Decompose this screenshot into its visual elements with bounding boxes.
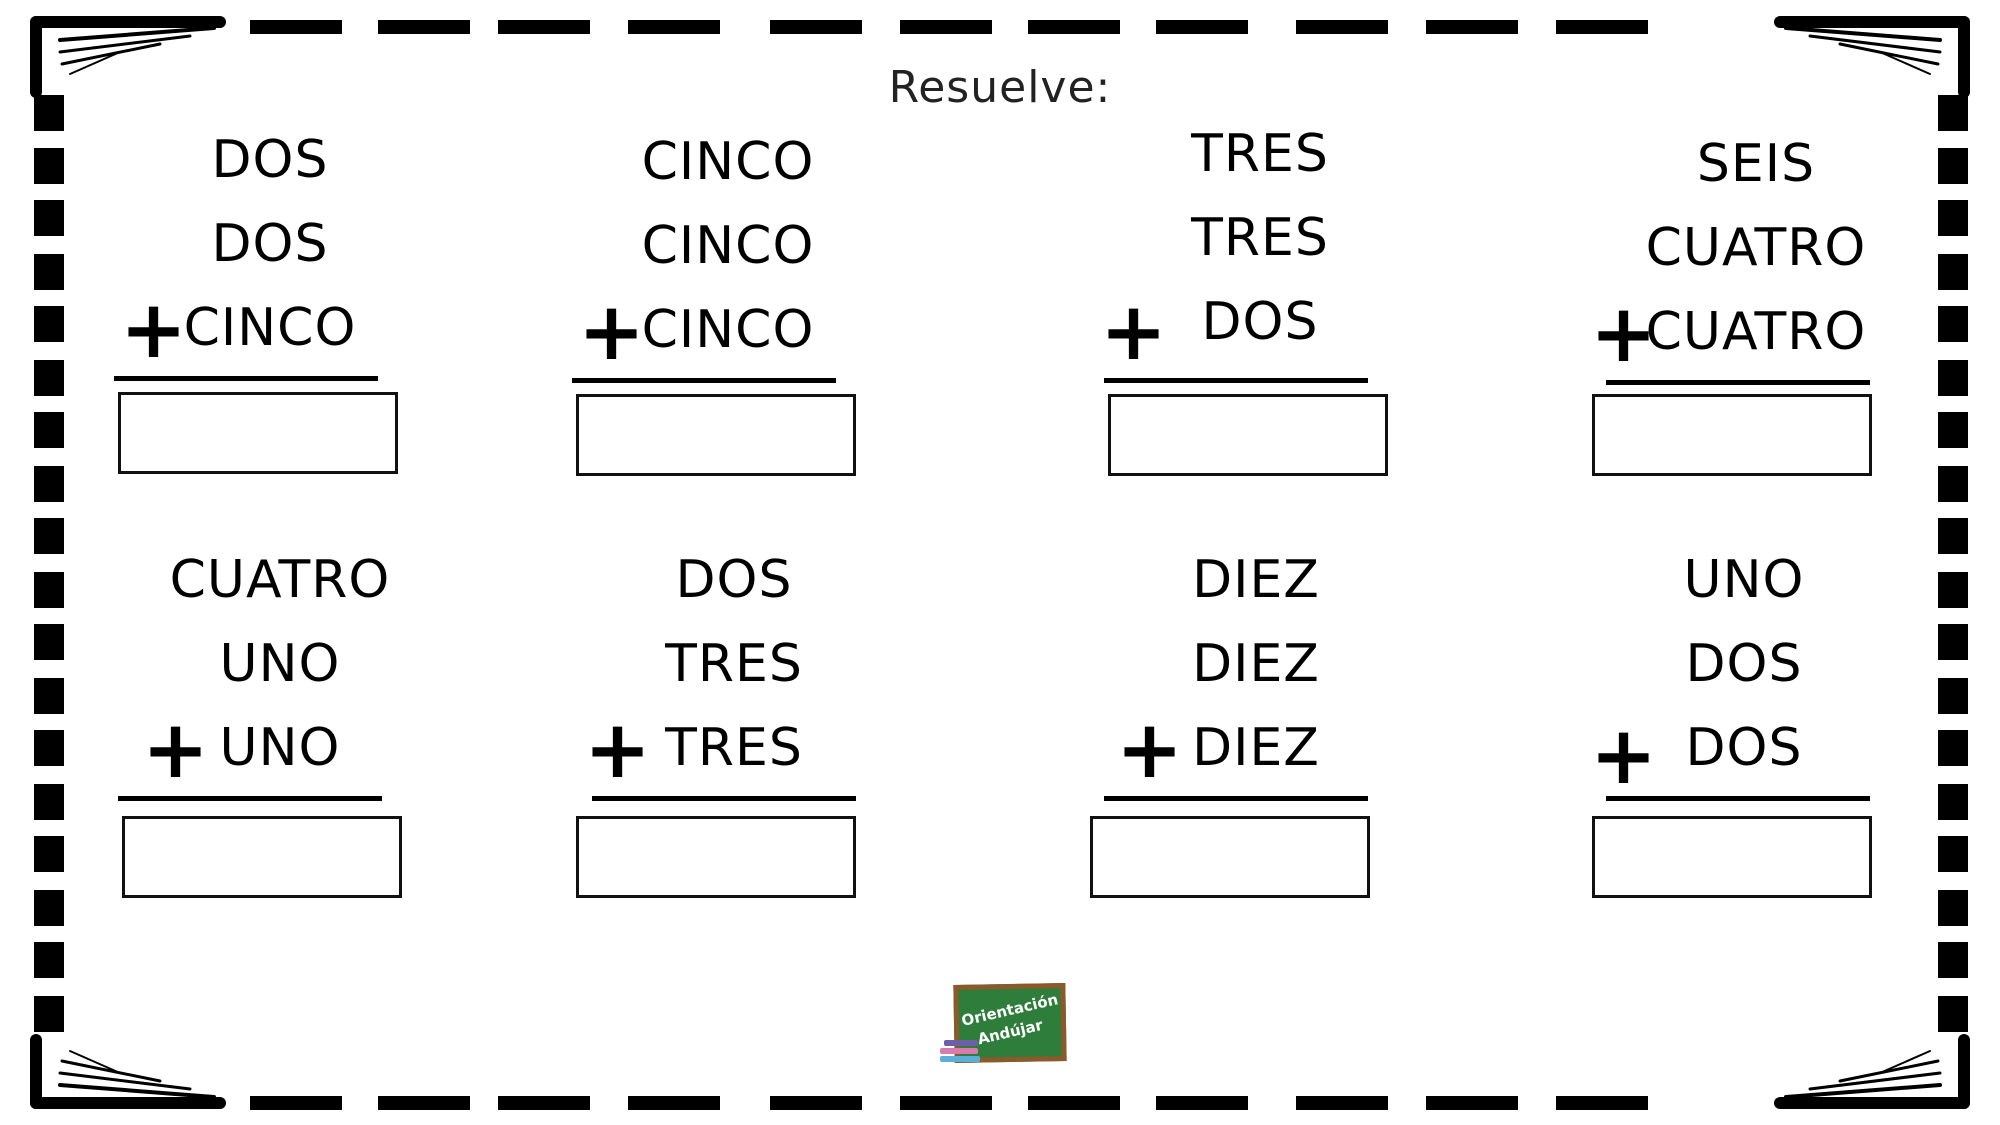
plus-icon: +: [1590, 287, 1658, 380]
answer-box[interactable]: [1592, 816, 1872, 898]
answer-box[interactable]: [118, 392, 398, 474]
addend-3: CINCO: [183, 298, 357, 358]
answer-box[interactable]: [1090, 816, 1370, 898]
plus-icon: +: [578, 285, 646, 378]
addition-problem: DIEZ DIEZ DIEZ +: [1056, 550, 1456, 930]
addend-3: TRES: [665, 718, 803, 778]
sum-line: [1606, 796, 1870, 801]
addition-problem: UNO DOS DOS +: [1544, 550, 1944, 930]
plus-icon: +: [142, 703, 210, 796]
addition-problem: DOS DOS CINCO +: [70, 130, 470, 510]
sum-line: [1104, 796, 1368, 801]
sum-line: [1606, 380, 1870, 385]
plus-icon: +: [1116, 703, 1184, 796]
addend-3: DOS: [1685, 718, 1803, 778]
sum-line: [118, 796, 382, 801]
addend-2: CUATRO: [1645, 218, 1867, 278]
addition-problem: CINCO CINCO CINCO +: [528, 132, 928, 512]
addition-problem: SEIS CUATRO CUATRO +: [1556, 134, 1956, 514]
answer-box[interactable]: [1108, 394, 1388, 476]
answer-box[interactable]: [122, 816, 402, 898]
addition-problem: CUATRO UNO UNO +: [80, 550, 480, 930]
answer-box[interactable]: [576, 816, 856, 898]
addend-3: UNO: [219, 718, 341, 778]
answer-box[interactable]: [576, 394, 856, 476]
page-title: Resuelve:: [888, 62, 1112, 113]
sum-line: [592, 796, 856, 801]
addend-1: DOS: [211, 130, 329, 190]
answer-box[interactable]: [1592, 394, 1872, 476]
addend-2: DIEZ: [1192, 634, 1320, 694]
sum-line: [572, 378, 836, 383]
addend-2: CINCO: [641, 216, 815, 276]
addend-3: CINCO: [641, 300, 815, 360]
addend-3: CUATRO: [1645, 302, 1867, 362]
addend-2: DOS: [1685, 634, 1803, 694]
addend-2: TRES: [665, 634, 803, 694]
addend-1: TRES: [1191, 124, 1329, 184]
addend-1: CINCO: [641, 132, 815, 192]
addend-3: DOS: [1201, 292, 1319, 352]
sum-line: [1104, 378, 1368, 383]
addend-1: SEIS: [1696, 134, 1816, 194]
addend-1: UNO: [1683, 550, 1805, 610]
addend-1: DIEZ: [1192, 550, 1320, 610]
addition-problem: TRES TRES DOS +: [1060, 124, 1460, 504]
addend-2: DOS: [211, 214, 329, 274]
plus-icon: +: [1100, 285, 1168, 378]
plus-icon: +: [120, 283, 188, 376]
addend-3: DIEZ: [1192, 718, 1320, 778]
sum-line: [114, 376, 378, 381]
plus-icon: +: [1590, 709, 1658, 802]
orientacion-andujar-logo: Orientación Andújar: [940, 982, 1070, 1072]
books-icon: [940, 1038, 980, 1064]
addend-2: UNO: [219, 634, 341, 694]
plus-icon: +: [584, 703, 652, 796]
addend-1: DOS: [675, 550, 793, 610]
addend-1: CUATRO: [169, 550, 391, 610]
addition-problem: DOS TRES TRES +: [534, 550, 934, 930]
addend-2: TRES: [1191, 208, 1329, 268]
